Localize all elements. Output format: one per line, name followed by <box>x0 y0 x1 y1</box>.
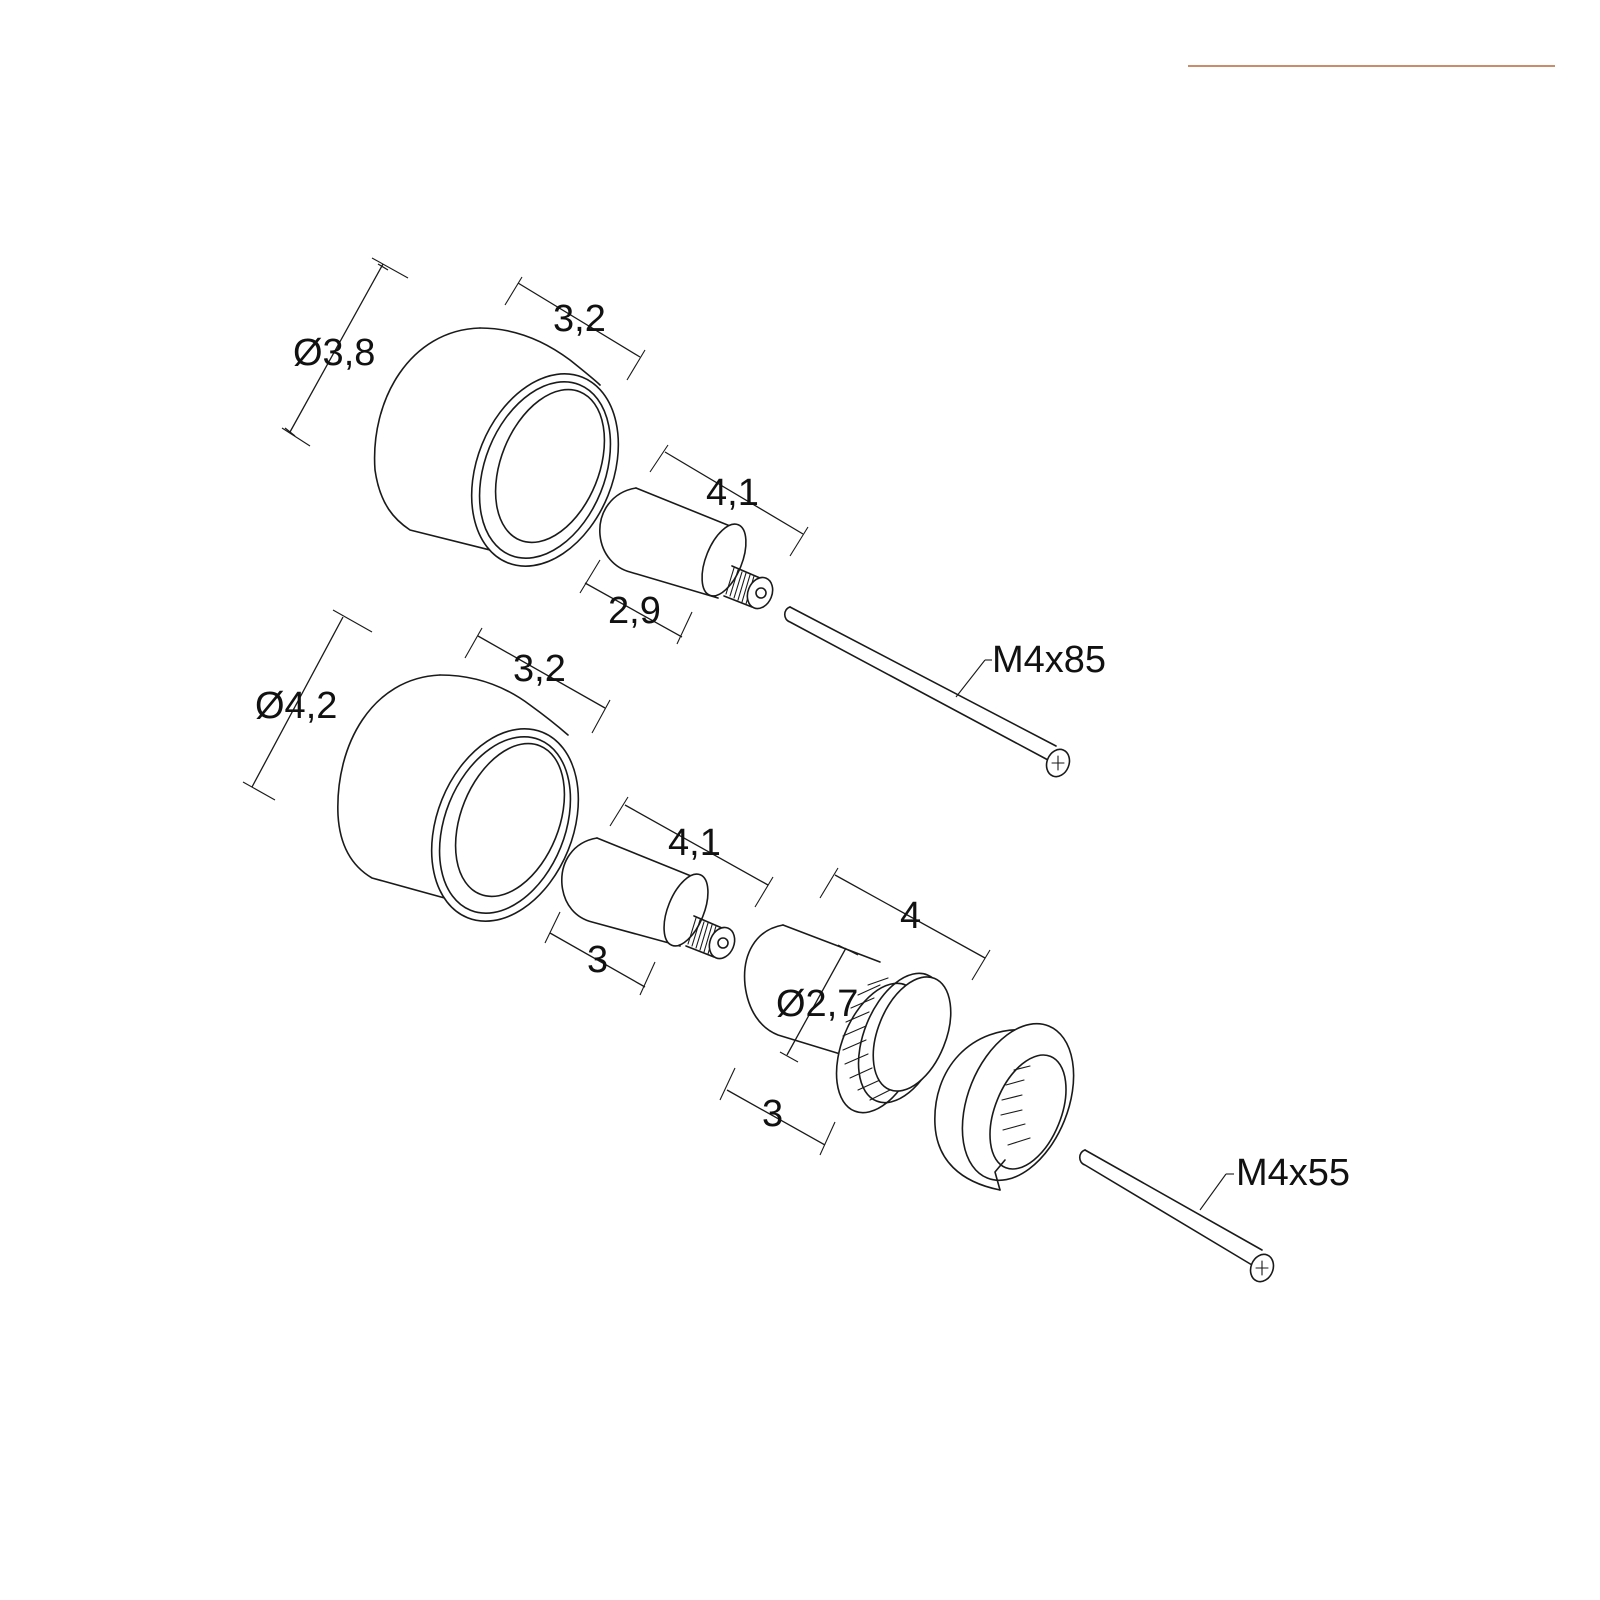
label-bottom-cap-length: 3,2 <box>513 648 566 690</box>
dim-top-cap-length: 3,2 <box>504 276 646 381</box>
dim-bottom-cap-diameter: Ø4,2 <box>242 609 373 801</box>
label-adapter-length: 4 <box>900 895 921 937</box>
split-ring <box>934 1022 1075 1191</box>
label-adapter-diameter: Ø2,7 <box>776 983 858 1025</box>
dim-top-spline-length: 2,9 <box>579 559 693 645</box>
bottom-spindle <box>561 837 736 960</box>
label-bottom-spindle-length: 4,1 <box>668 822 721 864</box>
adapter-sleeve <box>743 924 952 1114</box>
bottom-cap-sleeve <box>337 674 580 922</box>
dim-adapter-diameter: Ø2,7 <box>776 944 858 1063</box>
dim-bottom-screw: M4x55 <box>1199 1152 1350 1211</box>
label-top-screw: M4x85 <box>992 639 1106 681</box>
label-bottom-spline-length: 3 <box>587 939 608 981</box>
label-top-spline-length: 2,9 <box>608 590 661 632</box>
dim-bottom-cap-length: 3,2 <box>464 627 611 734</box>
dim-top-cap-diameter: Ø3,8 <box>281 257 409 447</box>
dim-bottom-spindle-length: 4,1 <box>609 796 774 908</box>
dim-bottom-spline-length: 3 <box>544 911 656 996</box>
label-bottom-screw: M4x55 <box>1236 1152 1350 1194</box>
label-top-cap-diameter: Ø3,8 <box>293 332 375 374</box>
label-top-spindle-length: 4,1 <box>706 472 759 514</box>
label-top-cap-length: 3,2 <box>553 298 606 340</box>
top-screw <box>783 606 1071 778</box>
bottom-screw <box>1078 1149 1275 1283</box>
split-ring-splines <box>1000 1065 1031 1146</box>
label-adapter-spline-length: 3 <box>762 1093 783 1135</box>
label-bottom-cap-diameter: Ø4,2 <box>255 685 337 727</box>
top-spindle <box>599 487 774 610</box>
dim-adapter-spline-length: 3 <box>719 1067 836 1156</box>
dim-top-spindle-length: 4,1 <box>649 444 809 557</box>
dim-adapter-length: 4 <box>819 867 991 981</box>
adapter-knurling <box>842 977 891 1101</box>
dim-top-screw: M4x85 <box>955 639 1106 698</box>
top-cap-sleeve <box>373 327 620 567</box>
